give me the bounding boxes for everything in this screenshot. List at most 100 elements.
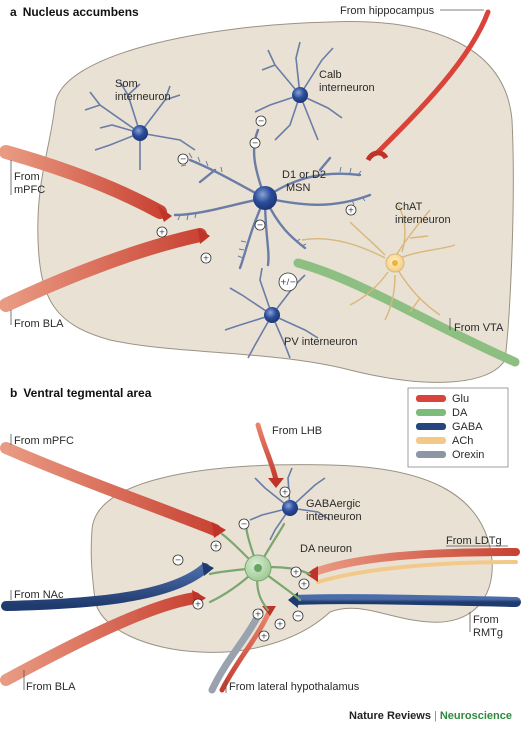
label-msn-2: MSN <box>286 182 311 194</box>
legend-item-ach: ACh <box>416 435 473 447</box>
svg-text:+: + <box>159 228 166 237</box>
axon-from-mpfc-b <box>0 442 221 536</box>
sign-bla-excite: + <box>200 252 212 264</box>
synapse-bla <box>198 228 210 244</box>
label-gabaergic-2: interneuron <box>306 511 362 523</box>
signs-panel-b: + − + − + + + − + + + <box>172 486 310 642</box>
axon-from-lhb <box>255 422 279 483</box>
label-calb-2: interneuron <box>319 82 375 94</box>
svg-text:+: + <box>293 568 300 577</box>
svg-text:−: − <box>252 139 259 148</box>
label-chat-2: interneuron <box>395 214 451 226</box>
axon-from-bla <box>0 228 207 312</box>
journal-footer: Nature Reviews|Neuroscience <box>349 710 512 722</box>
label-som-1: Som <box>115 78 138 90</box>
sign-nac-inhibit: − <box>172 554 184 566</box>
sign-mpfc-excite: + <box>156 226 168 238</box>
sign-hippocampus-excite: + <box>345 204 357 216</box>
axon-from-vta <box>293 258 520 367</box>
sign-calb-inhibit-2: − <box>249 137 261 149</box>
synapse-lhb <box>268 478 284 488</box>
pv-soma <box>264 307 280 323</box>
svg-text:+: + <box>282 488 289 497</box>
sign-lh-excite-2: + <box>274 618 286 630</box>
label-from-lateral-hypothalamus: From lateral hypothalamus <box>229 681 360 693</box>
label-pv: PV interneuron <box>284 336 357 348</box>
svg-text:Glu: Glu <box>452 393 469 405</box>
svg-text:−: − <box>258 117 265 126</box>
label-calb-1: Calb <box>319 69 342 81</box>
svg-text:+: + <box>255 610 262 619</box>
axon-from-rmtg <box>291 594 521 607</box>
axon-from-lh-orexin <box>208 608 264 694</box>
label-gabaergic-1: GABAergic <box>306 498 361 510</box>
axon-from-mpfc <box>0 145 167 219</box>
svg-text:Orexin: Orexin <box>452 449 484 461</box>
synapse-hippocampus <box>365 150 389 162</box>
pv-interneuron <box>224 267 319 359</box>
legend-item-glu: Glu <box>416 393 469 405</box>
footer-separator: | <box>433 710 437 722</box>
svg-text:+/−: +/− <box>280 278 296 287</box>
sign-som-inhibit: − <box>177 153 189 165</box>
sign-pv-inhibit: − <box>254 219 266 231</box>
chat-interneuron <box>301 204 456 321</box>
svg-text:−: − <box>257 221 264 230</box>
label-mpfc-1: From <box>14 171 40 183</box>
sign-lhb-excite: + <box>279 486 291 498</box>
svg-text:+: + <box>213 542 220 551</box>
axon-from-ldtg-glu <box>311 548 520 576</box>
legend: Glu DA GABA ACh Orexin <box>407 387 509 468</box>
svg-text:−: − <box>175 556 182 565</box>
sign-ldtg-excite: + <box>290 566 302 578</box>
svg-text:+: + <box>261 632 268 641</box>
panel-a: From hippocampus <box>0 5 520 383</box>
sign-bla-b-excite: + <box>192 598 204 610</box>
footer-journal: Neuroscience <box>439 710 512 722</box>
sign-rmtg-inhibit: − <box>292 610 304 622</box>
footer-brand: Nature Reviews <box>349 710 431 722</box>
msn-soma <box>253 186 277 210</box>
label-from-ldtg: From LDTg <box>446 535 502 547</box>
label-mpfc-2: mPFC <box>14 184 45 196</box>
sign-ldtg-excite-2: + <box>298 578 310 590</box>
svg-text:+: + <box>195 600 202 609</box>
svg-text:GABA: GABA <box>452 421 483 433</box>
svg-text:DA: DA <box>452 407 468 419</box>
label-chat-1: ChAT <box>395 201 423 213</box>
ventral-tegmental-region <box>90 464 493 653</box>
svg-text:+: + <box>203 254 210 263</box>
label-from-hippocampus: From hippocampus <box>340 5 435 17</box>
legend-item-orexin: Orexin <box>416 449 484 461</box>
label-from-mpfc-b: From mPFC <box>14 435 74 447</box>
sign-lh-excite: + <box>252 608 264 620</box>
msn-spines <box>177 152 366 259</box>
gabaergic-soma <box>282 500 298 516</box>
sign-lh-excite-3: + <box>258 630 270 642</box>
axon-from-hippocampus <box>375 9 491 155</box>
label-from-nac: From NAc <box>14 589 64 601</box>
svg-text:+: + <box>348 206 355 215</box>
label-som-2: interneuron <box>115 91 171 103</box>
da-nucleus <box>254 564 262 572</box>
signs-panel-a: − − − + + + − +/− <box>156 115 357 292</box>
gabaergic-interneuron <box>249 467 331 541</box>
axon-from-ldtg-ach <box>316 560 518 584</box>
chat-nucleus <box>392 260 398 266</box>
calb-soma <box>292 87 308 103</box>
synapse-mpfc <box>158 206 172 222</box>
label-da-neuron: DA neuron <box>300 543 352 555</box>
som-soma <box>132 125 148 141</box>
legend-item-da: DA <box>416 407 468 419</box>
sign-calb-inhibit: − <box>255 115 267 127</box>
synapse-mpfc-b <box>212 522 226 538</box>
sign-mpfc-b-excite: + <box>210 540 222 552</box>
svg-text:−: − <box>180 155 187 164</box>
svg-text:+: + <box>301 580 308 589</box>
label-from-bla-a: From BLA <box>14 318 64 330</box>
label-from-lhb: From LHB <box>272 425 322 437</box>
